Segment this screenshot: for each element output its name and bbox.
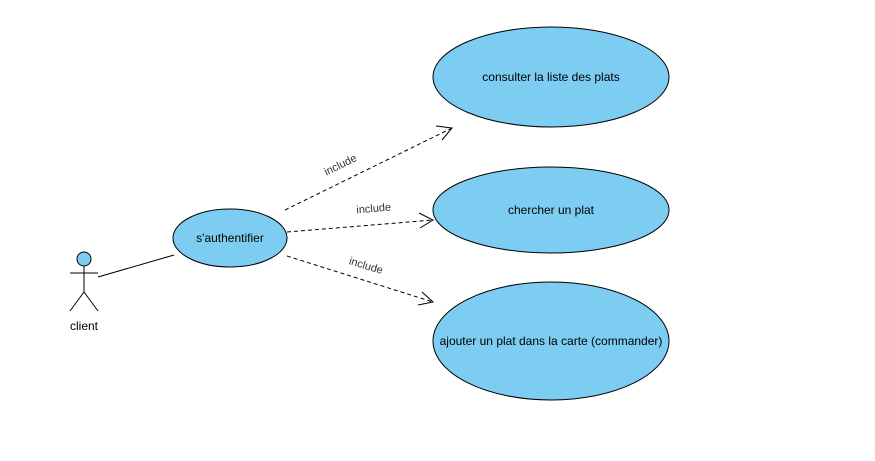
- use-case-add-dish-label: ajouter un plat dans la carte (commander…: [440, 334, 663, 348]
- use-case-authenticate-shape: [172, 208, 288, 268]
- use-case-list-dishes-label: consulter la liste des plats: [482, 70, 619, 84]
- actor-label: client: [70, 319, 99, 333]
- use-case-search-dish-shape: [432, 166, 670, 254]
- use-case-search-dish-label: chercher un plat: [508, 203, 595, 217]
- include-search-line: [286, 219, 434, 233]
- include-add-dependency: include: [286, 255, 435, 306]
- use-case-add-dish-shape: [432, 281, 670, 401]
- include-list-label: include: [322, 152, 359, 178]
- include-list-dependency: include: [284, 125, 453, 211]
- use-case-authenticate-label: s'authentifier: [196, 231, 264, 245]
- include-add-arrowhead: [417, 291, 435, 306]
- association-client-authenticate: [97, 254, 175, 278]
- include-add-line: [286, 255, 434, 303]
- include-search-label: include: [356, 202, 392, 217]
- include-add-label: include: [347, 255, 384, 277]
- include-search-dependency: include: [286, 202, 435, 233]
- use-case-add-dish[interactable]: ajouter un plat dans la carte (commander…: [432, 281, 670, 401]
- use-case-list-dishes-shape: [432, 26, 670, 128]
- actor-head: [76, 251, 92, 267]
- use-case-search-dish[interactable]: chercher un plat: [432, 166, 670, 254]
- include-list-line: [284, 127, 453, 211]
- use-case-authenticate[interactable]: s'authentifier: [172, 208, 288, 268]
- actor-left-leg: [69, 291, 85, 312]
- use-case-list-dishes[interactable]: consulter la liste des plats: [432, 26, 670, 128]
- include-list-arrowhead: [435, 125, 453, 141]
- actor-client[interactable]: client: [69, 251, 99, 333]
- actor-right-leg: [83, 291, 99, 312]
- include-search-arrowhead: [418, 212, 435, 229]
